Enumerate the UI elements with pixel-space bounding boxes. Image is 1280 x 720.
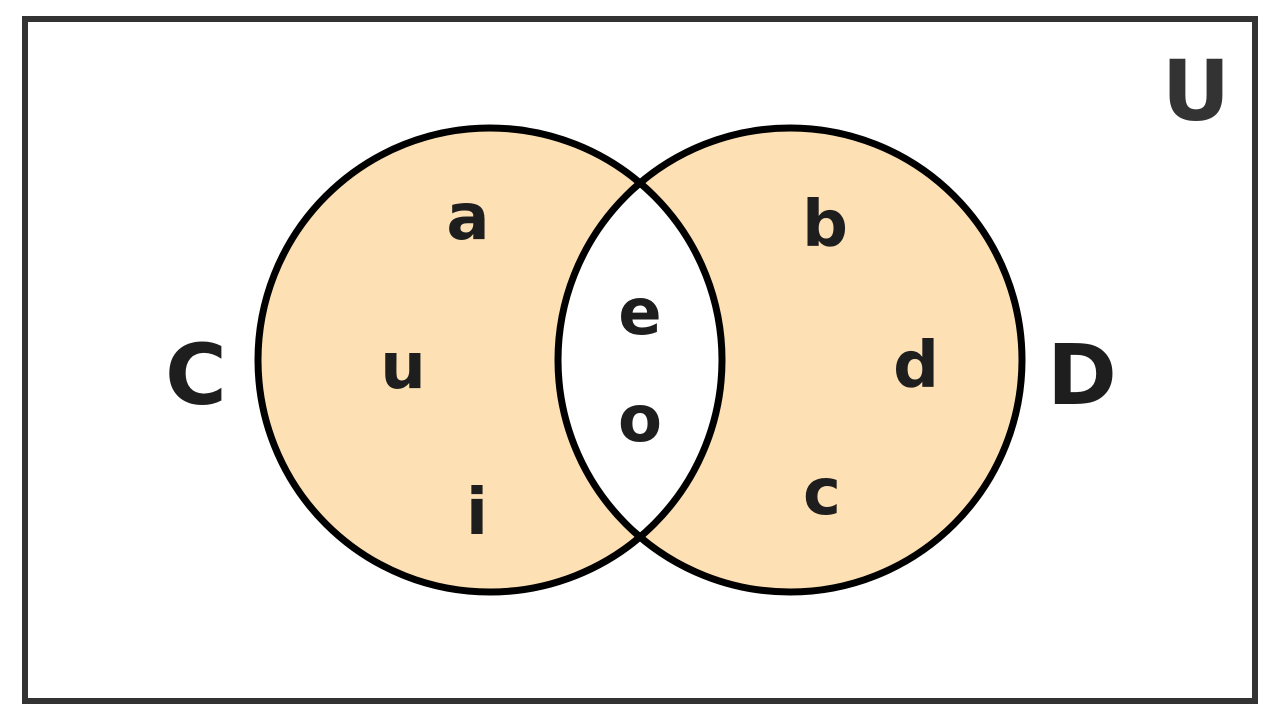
universe-label: U bbox=[1162, 42, 1230, 140]
set-d-outline bbox=[554, 124, 1026, 596]
element-o: o bbox=[618, 383, 662, 457]
set-d-label: D bbox=[1047, 326, 1117, 424]
element-b: b bbox=[802, 188, 848, 262]
element-d: d bbox=[893, 329, 939, 403]
element-u: u bbox=[380, 330, 426, 404]
element-i: i bbox=[466, 476, 488, 550]
set-c-outline bbox=[254, 124, 726, 596]
element-c: c bbox=[803, 456, 841, 530]
set-c-label: C bbox=[165, 326, 227, 424]
element-a: a bbox=[446, 181, 489, 255]
element-e: e bbox=[618, 276, 661, 350]
intersection-region bbox=[558, 128, 722, 592]
